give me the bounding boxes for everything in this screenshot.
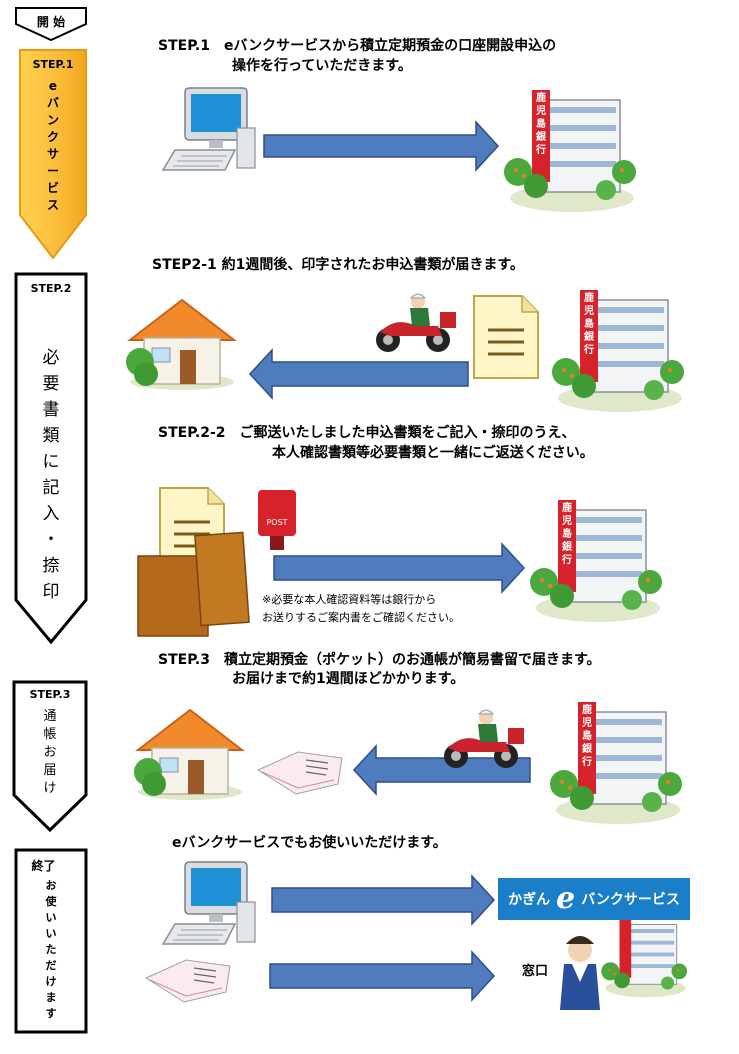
step2-1-caption: STEP2-1 約1週間後、印字されたお申込書類が届きます。 [152, 257, 524, 273]
flow.step3_vertical-char: 通 [43, 709, 57, 724]
step3-vertical-text: 通帳お届け [14, 708, 86, 798]
flow.end_vertical-char: い [45, 927, 57, 940]
bank-sign-text: 鹿児島銀行 [584, 293, 594, 356]
house-icon-step3 [133, 709, 243, 801]
bank-sign-text: 鹿児島銀行 [562, 503, 572, 566]
bank-building-icon-step1 [504, 90, 636, 212]
kagin-e-bank-service-logo: かぎん e バンクサービス [498, 878, 690, 920]
step1-caption-2: 操作を行っていただきます。 [232, 58, 412, 74]
step1-label: STEP.1 [32, 58, 74, 71]
bank-building-icon-step2-1 [552, 290, 684, 412]
step3-caption-1: STEP.3 積立定期預金（ポケット）のお通帳が簡易書留で届きます。 [158, 652, 601, 668]
flow.step1_vertical-char: ン [46, 113, 59, 127]
flow.end_vertical-char: ま [45, 991, 57, 1004]
arrow-step2-2 [273, 542, 526, 594]
flow.step2_vertical-char: 記 [42, 478, 60, 498]
window-label: 窓口 [522, 964, 549, 979]
flow.step2_vertical-char: に [42, 452, 60, 472]
logo-suffix: バンクサービス [581, 892, 680, 908]
teller-icon [560, 936, 600, 1010]
flow.step1_vertical-char: e [48, 79, 58, 93]
logo-e: e [556, 881, 576, 916]
flow.step2_vertical-char: 要 [42, 374, 60, 394]
note-line-2: お送りするご案内書をご確認ください。 [262, 611, 460, 624]
flow.step3_vertical-char: お [43, 745, 57, 760]
arrow-step3 [352, 744, 531, 796]
document-icon-step2-1 [472, 294, 540, 380]
envelope-icon [137, 531, 250, 637]
arrow-end-2 [269, 950, 496, 1002]
flow.end_vertical-char: お [45, 879, 57, 892]
bank-sign-step1: 鹿児島銀行 [532, 92, 550, 157]
flow.step2_vertical-char: 印 [42, 582, 60, 602]
step1-shape [19, 49, 87, 260]
logo-prefix: かぎん [508, 892, 551, 908]
flow.step2_vertical-char: 捺 [42, 556, 60, 576]
step3-caption-2: お届けまで約1週間ほどかかります。 [232, 671, 465, 687]
flow.step1_vertical-char: ビ [46, 181, 59, 195]
bank-sign-step2-1: 鹿児島銀行 [580, 292, 598, 357]
step2-shape [14, 272, 88, 645]
flow.end_vertical-char: す [45, 1007, 57, 1020]
postbox-icon: POST [258, 490, 296, 550]
bank-building-icon-step2-2 [530, 500, 662, 622]
flow.step3_vertical-char: 届 [43, 763, 57, 778]
bank-sign-text: 鹿児島銀行 [536, 93, 546, 156]
flow.step1_vertical-char: ク [46, 130, 59, 144]
step2-2-caption-2: 本人確認書類等必要書類と一緒にご返送ください。 [272, 445, 594, 461]
passbook-icon-step3 [257, 751, 343, 795]
arrow-step2-1 [248, 348, 469, 400]
flow.end_vertical-char: だ [45, 959, 57, 972]
flow.end_vertical-char: た [45, 943, 57, 956]
flow.step3_vertical-char: 帳 [43, 727, 57, 742]
bank-building-icon-end [599, 916, 690, 1000]
flow.step2_vertical-char: ・ [42, 530, 60, 550]
flow.end_vertical-char: い [45, 911, 57, 924]
computer-icon-end [162, 861, 256, 945]
bank-building-icon-step3 [550, 702, 682, 824]
step3-shape [12, 680, 88, 833]
step2-label: STEP.2 [30, 282, 72, 295]
computer-icon-step1 [162, 87, 256, 171]
flow.end_vertical-char: 使 [45, 895, 57, 908]
flow.step1_vertical-char: ー [46, 164, 59, 178]
end-label: 終了 [31, 859, 56, 873]
bank-sign-step2-2: 鹿児島銀行 [558, 502, 576, 567]
end-caption: eバンクサービスでもお使いいただけます。 [172, 835, 447, 851]
step3-label: STEP.3 [29, 688, 71, 701]
start-shape [15, 7, 87, 42]
bank-sign-text: 鹿児島銀行 [582, 705, 592, 768]
start-label: 開 始 [36, 15, 66, 29]
end-vertical-text: お使いいただけます [16, 878, 86, 1022]
passbook-icon-end [145, 959, 231, 1003]
flow.step2_vertical-char: 必 [42, 348, 60, 368]
motorbike-courier-icon-step2-1 [375, 293, 457, 353]
flow.step1_vertical-char: サ [46, 147, 59, 161]
note-line-1: ※必要な本人確認資料等は銀行から [262, 593, 437, 606]
arrow-step1 [263, 120, 500, 172]
flow.step2_vertical-char: 類 [42, 426, 60, 446]
flow.step1_vertical-char: ス [46, 198, 59, 212]
step2-vertical-text: 必要書類に記入・捺印 [16, 345, 86, 605]
bank-sign-step3: 鹿児島銀行 [578, 704, 596, 769]
flow.end_vertical-char: け [45, 975, 57, 988]
step2-2-caption-1: STEP.2-2 ご郵送いたしました申込書類をご記入・捺印のうえ、 [158, 425, 576, 441]
house-icon-step2-1 [125, 299, 235, 391]
end-shape [14, 848, 88, 1034]
flow.step2_vertical-char: 書 [42, 400, 60, 420]
step1-caption-1: STEP.1 eバンクサービスから積立定期預金の口座開設申込の [158, 38, 557, 54]
flow.step3_vertical-char: け [43, 781, 57, 796]
flow.step1_vertical-char: バ [46, 96, 59, 110]
flow.step2_vertical-char: 入 [42, 504, 60, 524]
arrow-end-1 [271, 874, 496, 926]
svg-text:POST: POST [266, 518, 287, 527]
